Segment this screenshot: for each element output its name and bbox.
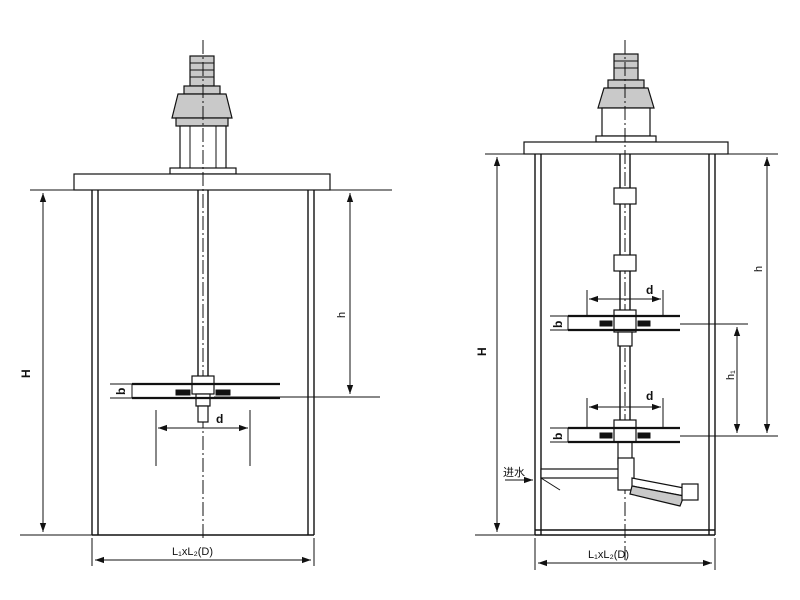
right-inlet-pipe: 进水 (503, 457, 699, 507)
right-dim-d-upper: d (586, 283, 664, 316)
right-dim-b-lower: b (550, 427, 568, 443)
right-tank-body (475, 153, 778, 536)
right-label-d-lower: d (646, 389, 653, 403)
left-dim-d: d (155, 410, 251, 466)
right-impeller-upper (567, 309, 680, 347)
right-label-d-upper: d (646, 283, 653, 297)
right-label-b-upper: b (551, 321, 565, 328)
right-dim-h1: h₁ (680, 323, 748, 433)
left-shaft (197, 40, 209, 540)
right-dim-d-lower: d (586, 389, 664, 428)
left-mixer-assembly: H h b d L₁xL₂(D) (19, 40, 392, 566)
right-label-L: L₁xL₂(D) (588, 549, 629, 561)
left-label-b: b (114, 388, 128, 395)
left-dim-H: H (19, 193, 47, 532)
right-dim-b-upper: b (550, 315, 568, 331)
right-impeller-lower (567, 419, 680, 465)
left-dim-h: h (214, 193, 380, 398)
right-label-b-lower: b (551, 433, 565, 440)
left-dim-L: L₁xL₂(D) (91, 538, 315, 566)
right-motor-icon (595, 53, 657, 143)
left-label-L: L₁xL₂(D) (172, 546, 213, 558)
left-label-h: h (336, 312, 348, 318)
right-dim-L: L₁xL₂(D) (534, 538, 716, 570)
right-label-h1: h₁ (725, 370, 737, 380)
right-label-inlet: 进水 (503, 466, 525, 479)
left-tank-body (20, 189, 392, 536)
left-dim-b: b (110, 383, 132, 399)
right-dim-h: h (680, 157, 778, 437)
right-dim-H: H (475, 157, 501, 532)
left-impeller (131, 375, 280, 423)
left-cover-plate (73, 173, 331, 191)
right-cover-plate (523, 141, 729, 155)
left-motor-icon (169, 55, 237, 175)
right-label-H: H (475, 347, 489, 356)
right-mixer-assembly: 进水 H h h₁ b d (475, 40, 778, 570)
right-label-h: h (753, 266, 765, 272)
left-label-H: H (19, 369, 33, 378)
left-label-d: d (216, 412, 223, 426)
